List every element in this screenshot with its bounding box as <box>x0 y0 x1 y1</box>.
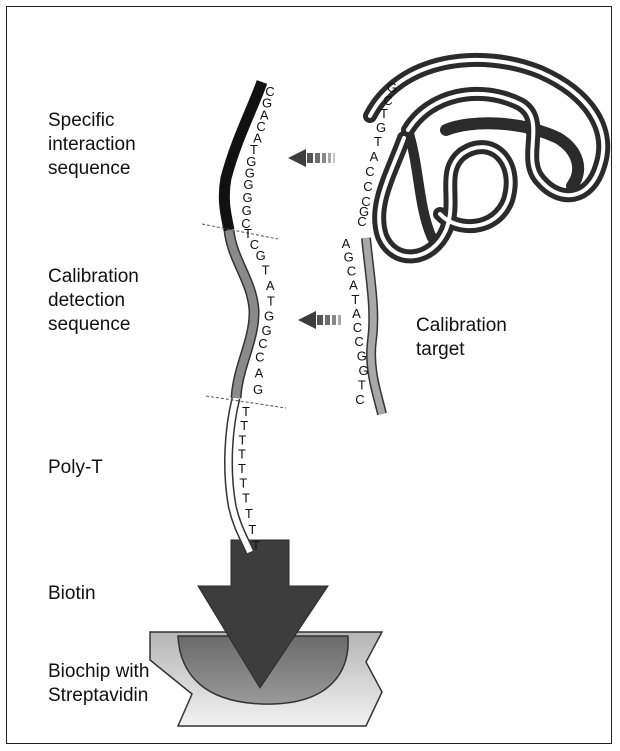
nucleotide-letter: T <box>262 262 270 277</box>
label-calibration-detection-sequence: Calibration detection sequence <box>48 265 139 337</box>
nucleotide-letter: A <box>370 149 379 164</box>
nucleotide-letter: G <box>376 120 386 135</box>
label-biochip-streptavidin: Biochip with Streptavidin <box>48 660 149 708</box>
boundary-line-upper <box>202 224 278 239</box>
nucleotide-letter: T <box>351 292 359 307</box>
nucleotide-letter: G <box>264 309 274 324</box>
nucleotide-letter: C <box>354 334 363 349</box>
nucleotide-letter: T <box>242 404 250 419</box>
nucleotide-letter: A <box>349 278 358 293</box>
nucleotide-letter: T <box>238 447 246 462</box>
nucleotide-letter: G <box>359 363 369 378</box>
nucleotide-letter: G <box>256 248 266 263</box>
binding-arrow-upper <box>288 149 335 167</box>
nucleotide-letter: A <box>255 366 264 381</box>
nucleotide-letter: C <box>355 392 364 407</box>
nucleotide-letter: T <box>267 293 275 308</box>
nucleotide-letter: T <box>238 461 246 476</box>
nucleotide-letter: G <box>357 348 367 363</box>
binding-arrow-lower <box>298 311 341 329</box>
nucleotide-letter: T <box>358 378 366 393</box>
nucleotide-letter: T <box>242 491 250 506</box>
nucleotide-letter: T <box>245 506 253 521</box>
nucleotide-letter: T <box>252 538 260 553</box>
label-biotin: Biotin <box>48 582 96 606</box>
nucleotide-letter: C <box>347 263 356 278</box>
nucleotide-letter: T <box>240 418 248 433</box>
nucleotide-letter: T <box>248 522 256 537</box>
nucleotide-letter: C <box>365 164 374 179</box>
label-specific-interaction-sequence: Specific interaction sequence <box>48 109 136 181</box>
nucleotide-letter: C <box>357 214 366 229</box>
nucleotide-letter: G <box>253 382 263 397</box>
nucleotide-letter: T <box>374 134 382 149</box>
label-poly-t: Poly-T <box>48 456 103 480</box>
nucleotide-letter: T <box>238 432 246 447</box>
nucleotide-letter: C <box>363 179 372 194</box>
nucleotide-letter: C <box>255 349 264 364</box>
nucleotide-letter: A <box>266 278 275 293</box>
nucleotide-letter: T <box>239 476 247 491</box>
nucleotide-letter: T <box>380 106 388 121</box>
label-calibration-target: Calibration target <box>416 314 507 362</box>
nucleotide-letter: C <box>353 320 362 335</box>
